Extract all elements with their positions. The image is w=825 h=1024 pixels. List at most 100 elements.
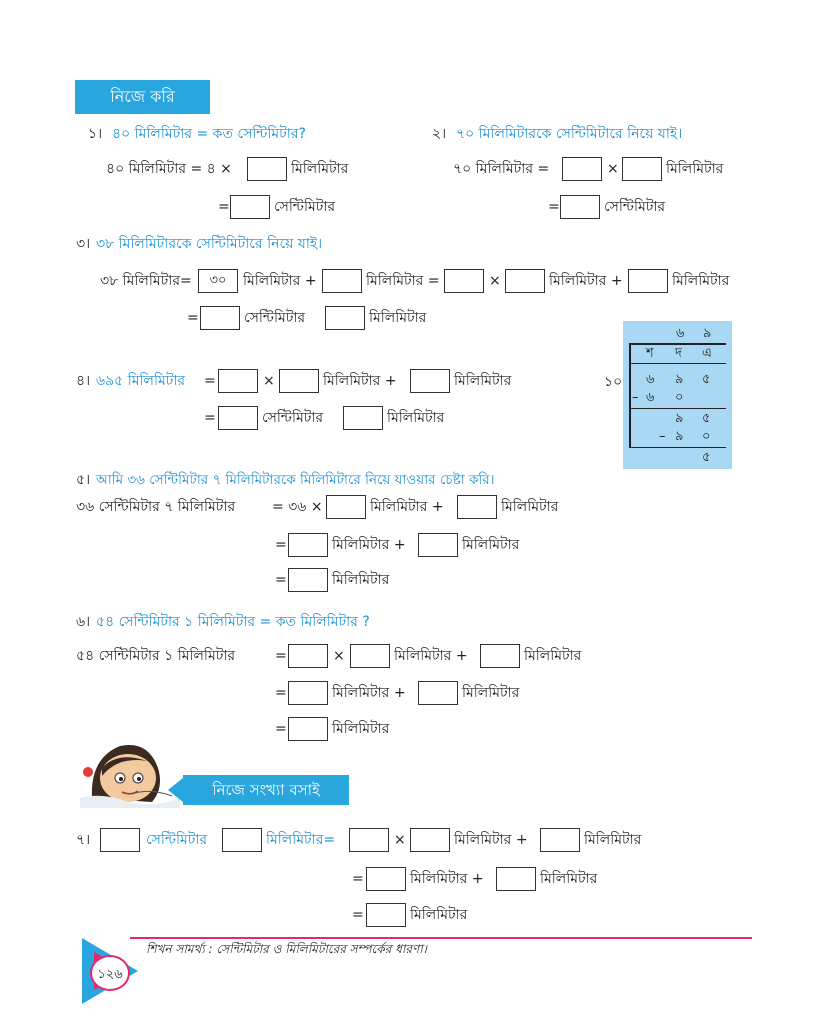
q7-answer-box-cm[interactable]: [100, 828, 140, 852]
q7-unit-mm-eq: মিলিমিটার=: [266, 832, 336, 848]
q4-unit-cm: সেন্টিমিটার: [262, 410, 324, 426]
division-sub1-a: ৬: [646, 390, 655, 405]
q3-answer-box-6[interactable]: [325, 306, 365, 330]
division-top-line: [629, 343, 726, 345]
q2-answer-box-2[interactable]: [622, 157, 662, 181]
q2-number: ২।: [432, 126, 447, 142]
q3-answer-box-5[interactable]: [200, 306, 240, 330]
q5-eq-3: =: [275, 572, 287, 588]
q2-title: ৭০ মিলিমিটারকে সেন্টিমিটারে নিয়ে যাই।: [456, 126, 683, 142]
division-sub2-b: ০: [702, 429, 711, 444]
q6-answer-box-5[interactable]: [418, 681, 458, 705]
q1-title: ৪০ মিলিমিটার = কত সেন্টিমিটার?: [112, 126, 306, 142]
q4-unit-mm-2: মিলিমিটার: [387, 410, 445, 426]
q6-answer-box-4[interactable]: [288, 681, 328, 705]
division-sub1-b: ০: [675, 390, 684, 405]
division-sub1-sign: –: [632, 390, 639, 405]
division-header-line: [629, 363, 726, 364]
q5-unit-mm-3: মিলিমিটার: [332, 572, 390, 588]
footer-divider: [130, 937, 752, 939]
q4-unit-mm: মিলিমিটার: [454, 373, 512, 389]
q5-title: আমি ৩৬ সেন্টিমিটার ৭ মিলিমিটারকে মিলিমিট…: [96, 472, 495, 488]
q5-line1-eq: = ৩৬ ×: [272, 499, 323, 515]
q5-unit-mm: মিলিমিটার: [501, 499, 559, 515]
q6-eq-3: =: [275, 721, 287, 737]
q5-answer-box-1[interactable]: [326, 495, 366, 519]
q6-left: ৫৪ সেন্টিমিটার ১ মিলিমিটার: [76, 648, 236, 664]
long-division-panel: [623, 321, 732, 469]
q3-answer-box-3[interactable]: [505, 269, 545, 293]
q5-answer-box-3[interactable]: [288, 533, 328, 557]
q4-eq-2: =: [204, 410, 216, 426]
q4-mm-plus: মিলিমিটার +: [323, 373, 397, 389]
q4-answer-box-3[interactable]: [410, 369, 450, 393]
q5-number: ৫।: [76, 472, 91, 488]
q2-answer-box-3[interactable]: [560, 195, 600, 219]
q3-unit-mm: মিলিমিটার: [672, 273, 730, 289]
division-header-ones: এ: [702, 346, 712, 361]
q2-times: ×: [607, 161, 619, 177]
q3-answer-box-1[interactable]: [322, 269, 362, 293]
q1-number: ১।: [88, 126, 103, 142]
q3-mm-plus: মিলিমিটার +: [243, 273, 317, 289]
q6-answer-box-3[interactable]: [480, 644, 520, 668]
girl-illustration: [80, 744, 180, 808]
q3-number: ৩।: [76, 236, 91, 252]
q7-answer-box-6[interactable]: [366, 903, 406, 927]
q4-title: ৬৯৫ মিলিমিটার: [96, 373, 186, 389]
division-sub2-a: ৯: [675, 429, 684, 444]
q6-unit-mm: মিলিমিটার: [524, 648, 582, 664]
q1-answer-box-1[interactable]: [247, 157, 287, 181]
q3-answer-box-2[interactable]: [444, 269, 484, 293]
q1-unit-cm: সেন্টিমিটার: [274, 199, 336, 215]
q3-left: ৩৮ মিলিমিটার=: [100, 273, 192, 289]
q7-eq-2: =: [352, 871, 364, 887]
q1-line1-left: ৪০ মিলিমিটার = ৪ ×: [106, 161, 232, 177]
division-rem1-a: ৯: [675, 411, 684, 426]
q2-unit-mm: মিলিমিটার: [666, 161, 724, 177]
q5-answer-box-4[interactable]: [418, 533, 458, 557]
q7-answer-box-1[interactable]: [349, 828, 389, 852]
q6-answer-box-6[interactable]: [288, 717, 328, 741]
q4-answer-box-5[interactable]: [343, 406, 383, 430]
q4-answer-box-2[interactable]: [279, 369, 319, 393]
q7-answer-box-4[interactable]: [366, 867, 406, 891]
q6-answer-box-1[interactable]: [288, 644, 328, 668]
division-quotient-b: ৯: [703, 326, 712, 341]
q7-eq-3: =: [352, 907, 364, 923]
q5-eq-2: =: [275, 537, 287, 553]
q7-unit-cm: সেন্টিমিটার: [146, 832, 208, 848]
section-banner-nije-songkhya-bosai: নিজে সংখ্যা বসাই: [183, 775, 349, 805]
q2-eq: =: [548, 199, 560, 215]
q7-answer-box-mm[interactable]: [222, 828, 262, 852]
q7-unit-mm-3: মিলিমিটার: [410, 907, 468, 923]
q3-answer-box-4[interactable]: [628, 269, 668, 293]
q5-mm-plus: মিলিমিটার +: [370, 499, 444, 515]
q5-answer-box-5[interactable]: [288, 568, 328, 592]
division-sub2-sign: –: [659, 429, 666, 444]
q6-answer-box-2[interactable]: [350, 644, 390, 668]
q4-number: ৪।: [76, 373, 91, 389]
q5-unit-mm-2: মিলিমিটার: [462, 537, 520, 553]
q7-number: ৭।: [76, 832, 91, 848]
q5-mm-plus-2: মিলিমিটার +: [332, 537, 406, 553]
page-number: ১২৬: [90, 955, 130, 991]
q7-times: ×: [394, 832, 406, 848]
q2-answer-box-1[interactable]: [562, 157, 602, 181]
q7-answer-box-2[interactable]: [410, 828, 450, 852]
q3-prefilled-box: ৩০: [198, 269, 238, 293]
q3-unit-mm-2: মিলিমিটার: [369, 310, 427, 326]
q1-unit-mm: মিলিমিটার: [291, 161, 349, 177]
division-dividend-2: ৯: [675, 372, 684, 387]
q6-mm-plus: মিলিমিটার +: [394, 648, 468, 664]
q7-answer-box-3[interactable]: [540, 828, 580, 852]
q6-mm-plus-2: মিলিমিটার +: [332, 685, 406, 701]
q6-eq-1: =: [275, 648, 287, 664]
q5-answer-box-2[interactable]: [457, 495, 497, 519]
q1-answer-box-2[interactable]: [230, 195, 270, 219]
q7-answer-box-5[interactable]: [496, 867, 536, 891]
q3-title: ৩৮ মিলিমিটারকে সেন্টিমিটারে নিয়ে যাই।: [96, 236, 323, 252]
q4-answer-box-1[interactable]: [218, 369, 258, 393]
q4-answer-box-4[interactable]: [218, 406, 258, 430]
division-remainder: ৫: [702, 450, 711, 465]
